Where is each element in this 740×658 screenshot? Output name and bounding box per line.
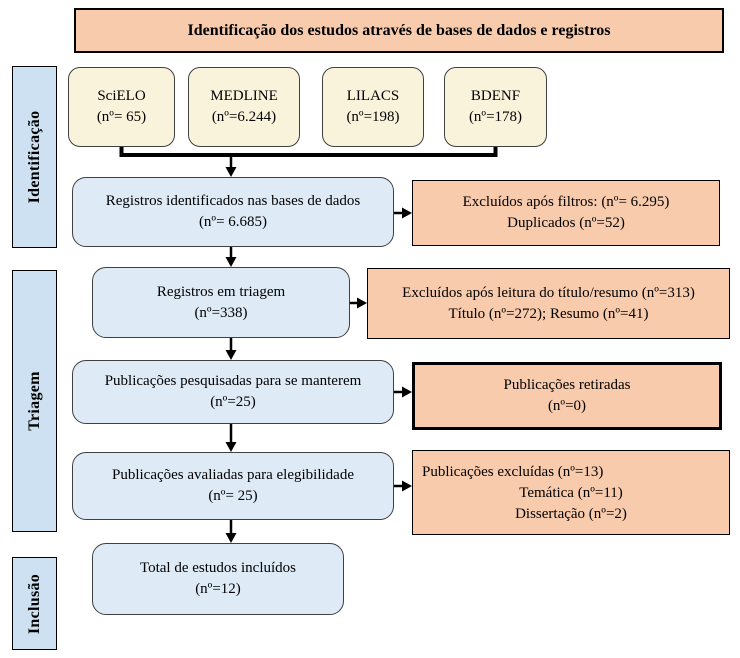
flow-box-publications-assessed: Publicações avaliadas para elegibilidade… — [72, 452, 394, 520]
database-box-medline: MEDLINE (nº=6.244) — [188, 67, 300, 147]
exclusion-text: Publicações excluídas (nº=13) — [422, 464, 604, 480]
database-count: (nº=6.244) — [211, 109, 277, 125]
flow-box-publications-retained: Publicações pesquisadas para se manterem… — [72, 360, 394, 424]
database-count: (nº= 65) — [96, 109, 147, 125]
exclusion-text: Excluídos após filtros: (nº= 6.295) — [462, 194, 670, 210]
diagram-title-banner: Identificação dos estudos através de bas… — [74, 8, 724, 53]
flow-box-text: Registros identificados nas bases de dad… — [105, 193, 361, 209]
flow-box-text: Registros em triagem — [156, 283, 286, 300]
flow-box-count: (nº= 6.685) — [198, 214, 268, 230]
arrow-identified-to-filters — [394, 207, 412, 219]
flow-box-text: Total de estudos incluídos — [139, 560, 296, 576]
exclusion-text: Título (nº=272); Resumo (nº=41) — [448, 305, 649, 322]
database-box-lilacs: LILACS (nº=198) — [322, 67, 424, 147]
flow-box-count: (nº=12) — [195, 581, 241, 597]
database-count: (nº=178) — [468, 109, 523, 125]
arrow-retained-to-assessed — [225, 424, 237, 452]
flow-box-text: Publicações avaliadas para elegibilidade — [112, 467, 354, 483]
exclusion-box-withdrawn: Publicações retiradas (nº=0) — [412, 362, 722, 430]
stage-label-identificacao-text: Identificação — [25, 110, 43, 204]
database-bracket-connector — [119, 147, 498, 157]
stage-label-triagem-text: Triagem — [25, 371, 43, 431]
arrow-retained-to-withdrawn — [394, 386, 412, 398]
flow-box-count: (nº= 25) — [208, 488, 258, 504]
flow-box-records-identified: Registros identificados nas bases de dad… — [72, 177, 394, 247]
arrow-assessed-to-eligibility — [394, 480, 412, 492]
flow-box-studies-included: Total de estudos incluídos (nº=12) — [92, 543, 344, 615]
database-name: LILACS — [346, 88, 400, 104]
exclusion-text: Dissertação (nº=2) — [515, 506, 627, 522]
flow-box-text: Publicações pesquisadas para se manterem — [104, 373, 362, 389]
arrow-identified-to-screening — [225, 247, 237, 267]
stage-label-identificacao: Identificação — [12, 66, 57, 248]
stage-label-inclusao: Inclusão — [12, 557, 57, 650]
exclusion-text: Duplicados (nº=52) — [507, 215, 625, 231]
database-box-bdenf: BDENF (nº=178) — [444, 67, 547, 147]
arrow-assessed-to-included — [225, 520, 237, 543]
exclusion-box-filters: Excluídos após filtros: (nº= 6.295) Dupl… — [412, 180, 720, 246]
exclusion-box-title-abstract: Excluídos após leitura do título/resumo … — [367, 268, 730, 339]
database-name: SciELO — [97, 88, 146, 104]
database-count: (nº=198) — [346, 109, 400, 125]
flow-box-count: (nº=338) — [194, 304, 248, 321]
stage-label-inclusao-text: Inclusão — [25, 573, 43, 634]
exclusion-text: (nº=0) — [547, 398, 587, 414]
flow-box-count: (nº=25) — [210, 394, 256, 410]
flow-box-records-screened: Registros em triagem (nº=338) — [92, 267, 350, 338]
exclusion-text: Publicações retiradas — [503, 377, 631, 393]
arrow-screening-to-retained — [225, 338, 237, 360]
database-box-scielo: SciELO (nº= 65) — [68, 67, 175, 147]
database-name: BDENF — [470, 88, 521, 104]
stage-label-triagem: Triagem — [12, 270, 57, 532]
diagram-title: Identificação dos estudos através de bas… — [187, 22, 611, 39]
exclusion-box-eligibility: Publicações excluídas (nº=13) Temática (… — [412, 450, 730, 535]
arrow-bracket-to-identified — [225, 155, 237, 177]
database-name: MEDLINE — [210, 88, 278, 104]
exclusion-text: Temática (nº=11) — [519, 485, 623, 501]
arrow-screening-to-title-abstract — [350, 297, 367, 309]
exclusion-text: Excluídos após leitura do título/resumo … — [402, 284, 695, 301]
